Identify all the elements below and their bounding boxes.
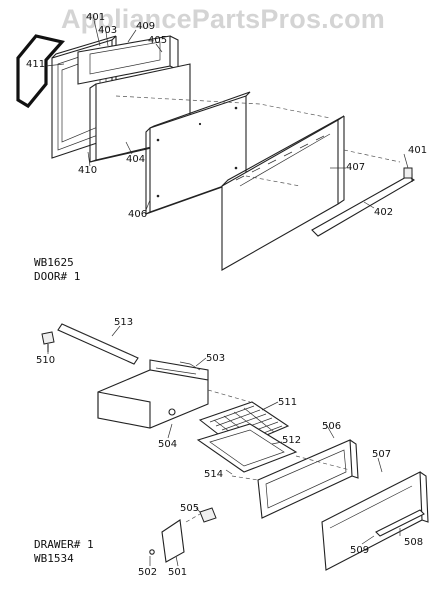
label-504: 504 xyxy=(158,439,178,450)
label-403: 403 xyxy=(98,25,118,36)
drawer-body-503 xyxy=(97,359,209,429)
label-510: 510 xyxy=(36,355,56,366)
drawer-outer-panel-507 xyxy=(321,471,429,571)
label-401-handle-cap: 401 xyxy=(408,145,428,156)
drawer-rail-513 xyxy=(57,323,139,365)
label-506: 506 xyxy=(322,421,342,432)
label-507: 507 xyxy=(372,449,392,460)
drawer-caption-model: WB1534 xyxy=(34,552,74,565)
roller-510 xyxy=(41,331,55,352)
label-503: 503 xyxy=(206,353,226,364)
bracket-501 xyxy=(161,519,185,563)
label-409: 409 xyxy=(136,21,156,32)
drawer-caption-name: DRAWER# 1 xyxy=(34,538,94,551)
drawer-handle-508 xyxy=(375,509,425,537)
label-505: 505 xyxy=(180,503,200,514)
label-512: 512 xyxy=(282,435,302,446)
label-410: 410 xyxy=(78,165,98,176)
watermark: AppliancePartsPros.com xyxy=(60,4,385,34)
label-511: 511 xyxy=(278,397,298,408)
label-404: 404 xyxy=(126,154,146,165)
label-508: 508 xyxy=(404,537,424,548)
door-caption-model: WB1625 xyxy=(34,256,74,269)
label-406: 406 xyxy=(128,209,148,220)
door-caption-name: DOOR# 1 xyxy=(34,270,81,283)
label-407: 407 xyxy=(346,162,366,173)
label-411: 411 xyxy=(26,59,46,70)
door-gasket-411 xyxy=(16,34,65,109)
label-509: 509 xyxy=(350,545,370,556)
label-513: 513 xyxy=(114,317,134,328)
door-liner-405 xyxy=(77,35,179,85)
drawer-front-506 xyxy=(257,439,359,519)
screw-502 xyxy=(149,549,155,555)
broiler-pan-512 xyxy=(196,423,298,473)
label-501: 501 xyxy=(168,567,188,578)
label-405: 405 xyxy=(148,35,168,46)
label-514: 514 xyxy=(204,469,224,480)
clip-505 xyxy=(199,507,217,523)
label-401: 401 xyxy=(86,12,106,23)
label-402: 402 xyxy=(374,207,394,218)
label-502: 502 xyxy=(138,567,158,578)
